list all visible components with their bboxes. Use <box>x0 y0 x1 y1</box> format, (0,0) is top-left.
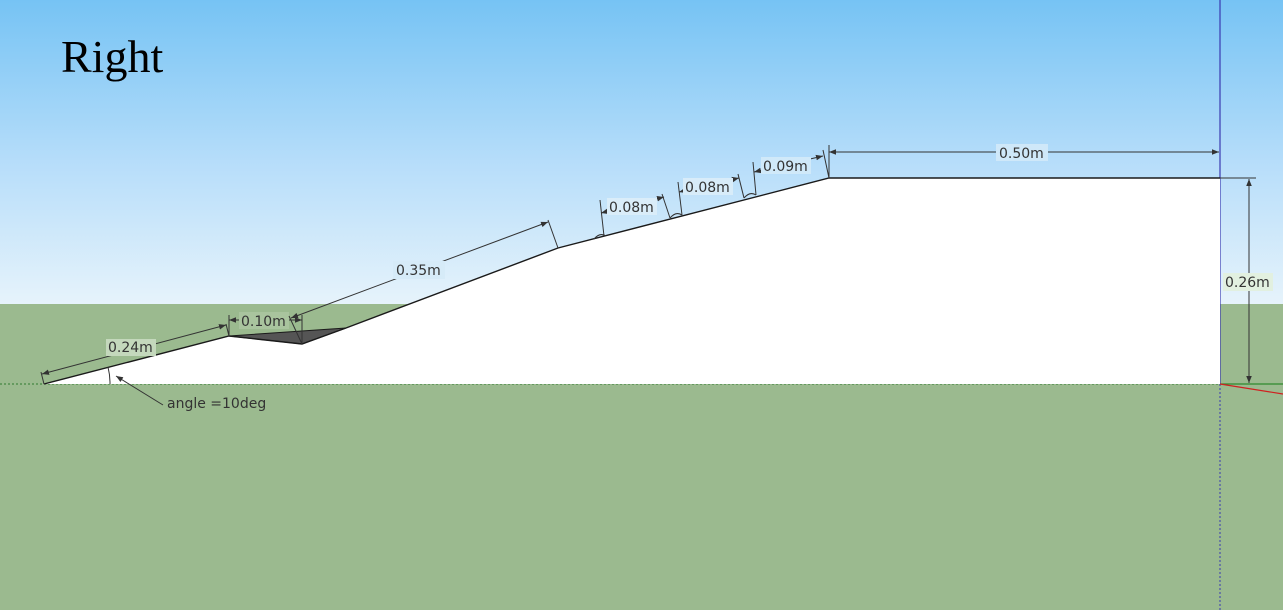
dim-024-ext1 <box>40 371 45 385</box>
dim-008b-ext1 <box>677 181 683 216</box>
dim-050-bg <box>996 144 1048 161</box>
dim-035-ext2 <box>547 219 559 249</box>
angle-leader <box>115 375 164 406</box>
dim-026-bg <box>1223 273 1273 291</box>
dim-008b-label[interactable]: 0.08m <box>685 180 730 196</box>
dim-008a-ext1 <box>599 199 605 237</box>
dim-008a-label[interactable]: 0.08m <box>609 200 654 216</box>
model-profile[interactable] <box>44 178 1220 384</box>
dim-035-bg <box>393 261 445 279</box>
dim-050-label[interactable]: 0.50m <box>999 146 1044 162</box>
dim-009-label[interactable]: 0.09m <box>763 159 808 175</box>
dim-009-bg <box>761 157 811 174</box>
dim-009-ext2 <box>822 149 830 179</box>
dim-008b-bg <box>683 178 733 195</box>
dim-024-label[interactable]: 0.24m <box>108 340 153 356</box>
bump-3[interactable] <box>743 193 757 199</box>
dim-008a-bg <box>607 198 657 215</box>
dim-010-label[interactable]: 0.10m <box>241 314 286 330</box>
dim-026-label[interactable]: 0.26m <box>1225 275 1270 291</box>
dim-035-label[interactable]: 0.35m <box>396 263 441 279</box>
bump-1[interactable] <box>593 234 607 240</box>
angle-label[interactable]: angle =10deg <box>167 396 266 412</box>
view-label: Right <box>61 31 164 82</box>
red-axis-line <box>1219 383 1283 395</box>
bump-2[interactable] <box>669 213 683 219</box>
dim-024-bg <box>106 339 156 356</box>
dim-010-bg <box>239 312 289 329</box>
dim-035-ext1 <box>288 315 303 345</box>
dim-009-ext1 <box>752 161 757 196</box>
